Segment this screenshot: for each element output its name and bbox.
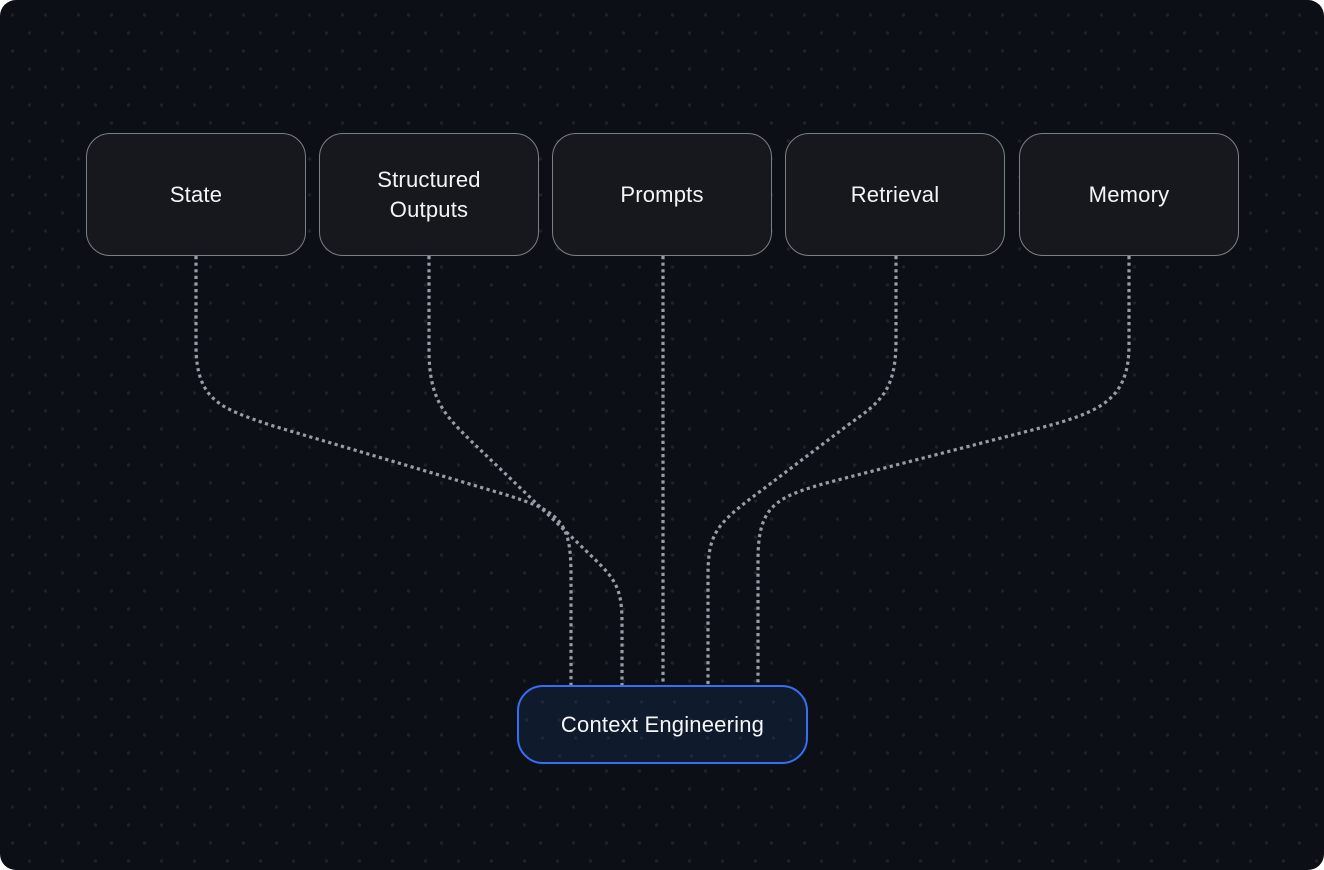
connector-structured-outputs-to-context <box>427 256 624 685</box>
node-state: State <box>86 133 306 256</box>
connector-memory-to-context <box>756 256 1131 685</box>
node-retrieval: Retrieval <box>785 133 1005 256</box>
node-memory-label: Memory <box>1088 181 1170 207</box>
node-retrieval-label: Retrieval <box>850 181 940 207</box>
node-context-engineering: Context Engineering <box>517 685 808 764</box>
node-context-engineering-label: Context Engineering <box>560 711 765 737</box>
connector-state-to-context <box>194 256 573 685</box>
node-prompts-label: Prompts <box>620 181 704 207</box>
connector-retrieval-to-context <box>706 256 898 685</box>
node-prompts: Prompts <box>552 133 772 256</box>
node-memory: Memory <box>1019 133 1239 256</box>
node-structured-outputs-label: Structured Outputs <box>377 166 481 222</box>
node-structured-outputs: Structured Outputs <box>319 133 539 256</box>
node-state-label: State <box>169 181 223 207</box>
